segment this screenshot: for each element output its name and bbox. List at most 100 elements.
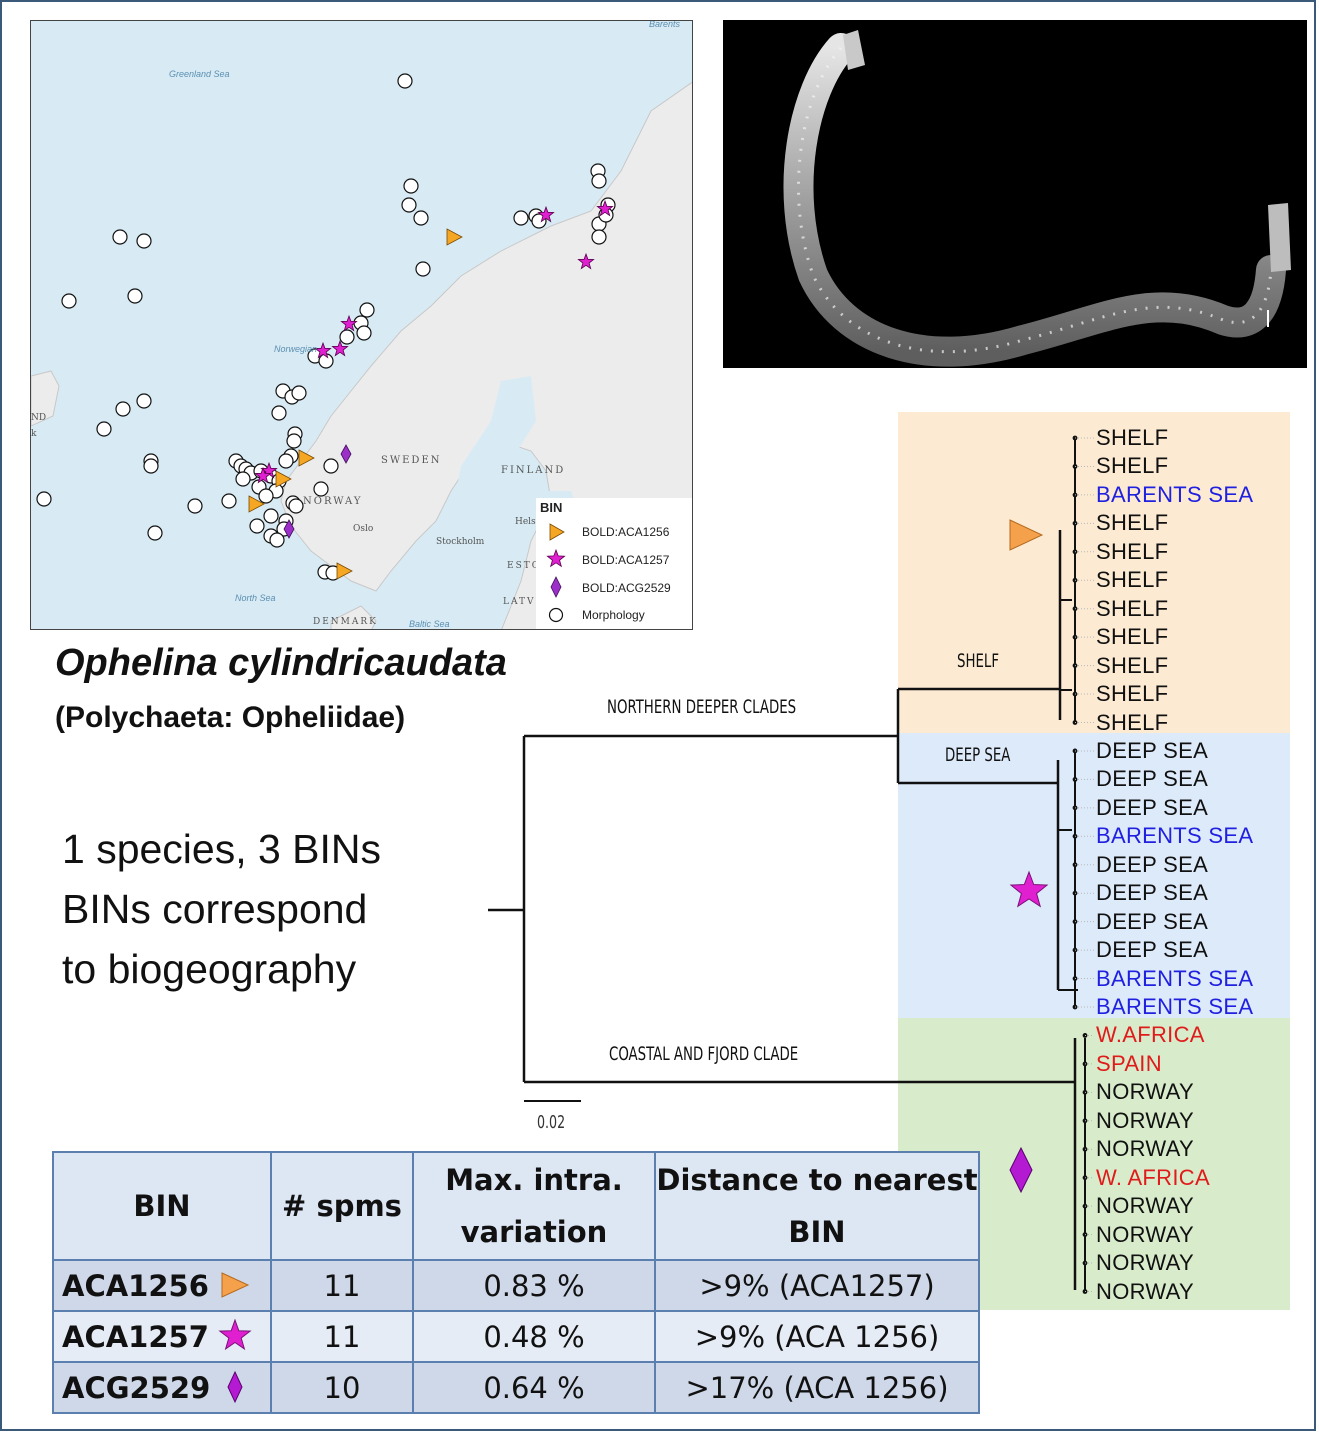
table-row: ACA1257 11 0.48 % >9% (ACA 1256) — [52, 1310, 980, 1363]
header-distance: Distance to nearest BIN — [654, 1151, 980, 1261]
tree-tip-label: NORWAY — [1096, 1193, 1194, 1219]
triangle-icon — [1009, 519, 1044, 551]
header-spms: # spms — [270, 1151, 414, 1261]
aca1256-marker — [298, 449, 315, 467]
clade-label-deep: DEEP SEA — [945, 744, 1011, 766]
city-label: Stockholm — [436, 537, 485, 547]
morphology-record-marker — [313, 481, 329, 497]
tree-tip-label: DEEP SEA — [1096, 908, 1209, 934]
aca1257-marker — [331, 339, 349, 357]
tree-tip-label: BARENTS SEA — [1096, 994, 1254, 1019]
morphology-record-marker — [591, 173, 607, 189]
morphology-record-marker — [359, 302, 375, 318]
country-label: FINLAND — [501, 465, 566, 476]
morphology-record-marker — [263, 508, 279, 524]
triangle-icon — [221, 1272, 250, 1298]
morphology-record-marker — [339, 329, 355, 345]
morphology-record-marker — [143, 458, 159, 474]
legend-title: BIN — [540, 500, 563, 515]
aca1256-marker — [248, 495, 265, 513]
map-legend: BIN BOLD:ACA1256 BOLD:ACA1257 BOLD:ACG25… — [536, 498, 692, 629]
species-classification: (Polychaeta: Opheliidae) — [55, 701, 406, 734]
sea-label: North Sea — [235, 593, 276, 603]
sea-label: Barents — [649, 20, 681, 29]
sea-label: Greenland Sea — [169, 69, 230, 79]
aca1257-marker — [314, 341, 332, 359]
morphology-record-marker — [115, 401, 131, 417]
country-label: SWEDEN — [381, 455, 442, 466]
tree-tip-label: BARENTS SEA — [1096, 481, 1254, 507]
tree-tip-label: BARENTS SEA — [1096, 823, 1254, 849]
tree-tip-label: W.AFRICA — [1096, 1022, 1205, 1048]
bin-cell: ACG2529 — [52, 1361, 272, 1414]
aca1257-marker — [537, 205, 555, 223]
clade-label-northern: NORTHERN DEEPER CLADES — [607, 696, 797, 718]
distance-cell: >9% (ACA 1256) — [654, 1310, 980, 1363]
tree-tip-label: SHELF — [1096, 510, 1169, 536]
tree-tip-label: BARENTS SEA — [1096, 965, 1254, 991]
country-label: ESTONI — [507, 561, 557, 571]
morphology-record-marker — [278, 453, 294, 469]
morphology-record-marker — [286, 433, 302, 449]
morphology-record-marker — [221, 493, 237, 509]
tree-tip-label: NORWAY — [1096, 1221, 1194, 1247]
tree-tip-label: DEEP SEA — [1096, 794, 1209, 820]
morphology-record-marker — [112, 229, 128, 245]
star-icon — [1009, 870, 1049, 908]
table-row: ACG2529 10 0.64 % >17% (ACA 1256) — [52, 1361, 980, 1414]
acg2529-marker — [340, 444, 352, 464]
aca1257-marker — [254, 466, 272, 484]
tree-tip-label: SHELF — [1096, 567, 1169, 593]
shelf-clade-band — [898, 412, 1290, 733]
country-label: NORWAY — [303, 496, 363, 507]
variation-cell: 0.48 % — [412, 1310, 656, 1363]
morphology-record-marker — [269, 532, 285, 548]
morphology-record-marker — [249, 518, 265, 534]
spms-cell: 11 — [270, 1259, 414, 1312]
tree-tip-label: NORWAY — [1096, 1079, 1194, 1105]
tree-tip-label: DEEP SEA — [1096, 880, 1209, 906]
city-label: Helsi — [515, 517, 539, 527]
sea-label: Baltic Sea — [409, 619, 450, 629]
morphology-record-marker — [61, 293, 77, 309]
header-variation: Max. intra. variation — [412, 1151, 656, 1261]
morphology-record-marker — [323, 458, 339, 474]
morphology-record-marker — [356, 325, 372, 341]
bin-table: BIN # spms Max. intra. variation Distanc… — [52, 1151, 980, 1414]
acg2529-marker — [283, 519, 295, 539]
morphology-record-marker — [271, 405, 287, 421]
morphology-record-marker — [513, 210, 529, 226]
variation-cell: 0.83 % — [412, 1259, 656, 1312]
sea-label: Norwegian — [274, 344, 318, 354]
table-row: ACA1256 11 0.83 % >9% (ACA1257) — [52, 1259, 980, 1312]
legend-symbols — [546, 523, 566, 623]
diamond-icon — [1009, 1146, 1033, 1194]
morphology-record-marker — [235, 471, 251, 487]
morphology-record-marker — [36, 491, 52, 507]
variation-cell: 0.64 % — [412, 1361, 656, 1414]
morphology-record-marker — [147, 525, 163, 541]
deep-sea-clade-band — [898, 733, 1290, 1018]
tree-tip-label: NORWAY — [1096, 1278, 1194, 1304]
tree-tip-label: SHELF — [1096, 453, 1169, 479]
clade-label-coastal: COASTAL AND FJORD CLADE — [609, 1043, 799, 1065]
morphology-record-marker — [288, 498, 304, 514]
country-label: LATVI — [503, 597, 542, 607]
bin-id: ACA1257 — [62, 1319, 209, 1354]
aca1256-marker — [336, 562, 353, 580]
morphology-record-marker — [136, 233, 152, 249]
country-label: k — [31, 429, 37, 439]
morphology-record-marker — [413, 210, 429, 226]
tree-tip-label: NORWAY — [1096, 1107, 1194, 1133]
tree-tip-label: SHELF — [1096, 681, 1169, 707]
country-label: ND — [31, 413, 47, 423]
bin-id: ACG2529 — [62, 1370, 211, 1405]
clade-label-shelf: SHELF — [957, 650, 1000, 672]
spms-cell: 11 — [270, 1310, 414, 1363]
morphology-record-marker — [187, 498, 203, 514]
star-icon — [218, 1319, 252, 1351]
specimen-photo — [723, 20, 1307, 368]
distance-cell: >9% (ACA1257) — [654, 1259, 980, 1312]
bin-id: ACA1256 — [62, 1268, 209, 1303]
